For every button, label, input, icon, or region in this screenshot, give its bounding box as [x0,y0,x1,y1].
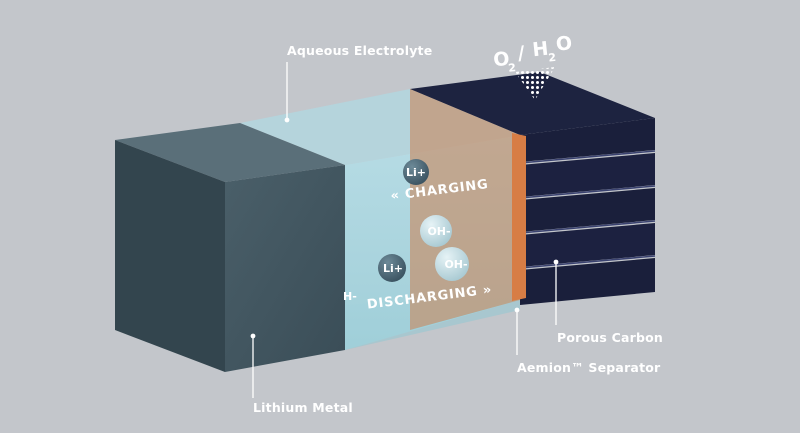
oh-ion-lower: OH- [435,247,469,281]
svg-text:Li+: Li+ [383,262,403,275]
oxygen-water-label: O 2 / H 2 O [492,32,573,75]
lithium-front [225,165,345,372]
svg-text:Li+: Li+ [406,166,426,179]
svg-text:O: O [555,32,573,56]
svg-text:2: 2 [548,51,557,65]
lithium-side [115,140,225,372]
li-ion-upper: Li+ [403,159,429,185]
carbon-top [410,72,655,135]
electrolyte-label: Aqueous Electrolyte [287,43,432,58]
oh-ion-partial: H- [343,290,357,303]
carbon-layers [519,118,656,305]
svg-text:H: H [531,38,549,62]
lithium-label: Lithium Metal [253,400,353,415]
electrolyte-pointer [284,62,290,123]
carbon-pointer [553,259,559,325]
svg-text:OH-: OH- [444,258,467,271]
gas-flow-arrow-icon [515,67,555,100]
oh-ion-upper: OH- [420,215,452,247]
svg-text:O: O [492,48,510,72]
lithium-top [115,123,345,182]
separator-pointer [514,307,520,355]
svg-text:2: 2 [508,61,517,75]
separator-edge [512,133,526,301]
separator-label: Aemion™ Separator [517,360,661,375]
svg-text:OH-: OH- [427,225,450,238]
lithium-pointer [250,333,256,398]
svg-text:/: / [517,42,526,65]
li-ion-lower: Li+ [378,254,406,282]
carbon-label: Porous Carbon [557,330,663,345]
